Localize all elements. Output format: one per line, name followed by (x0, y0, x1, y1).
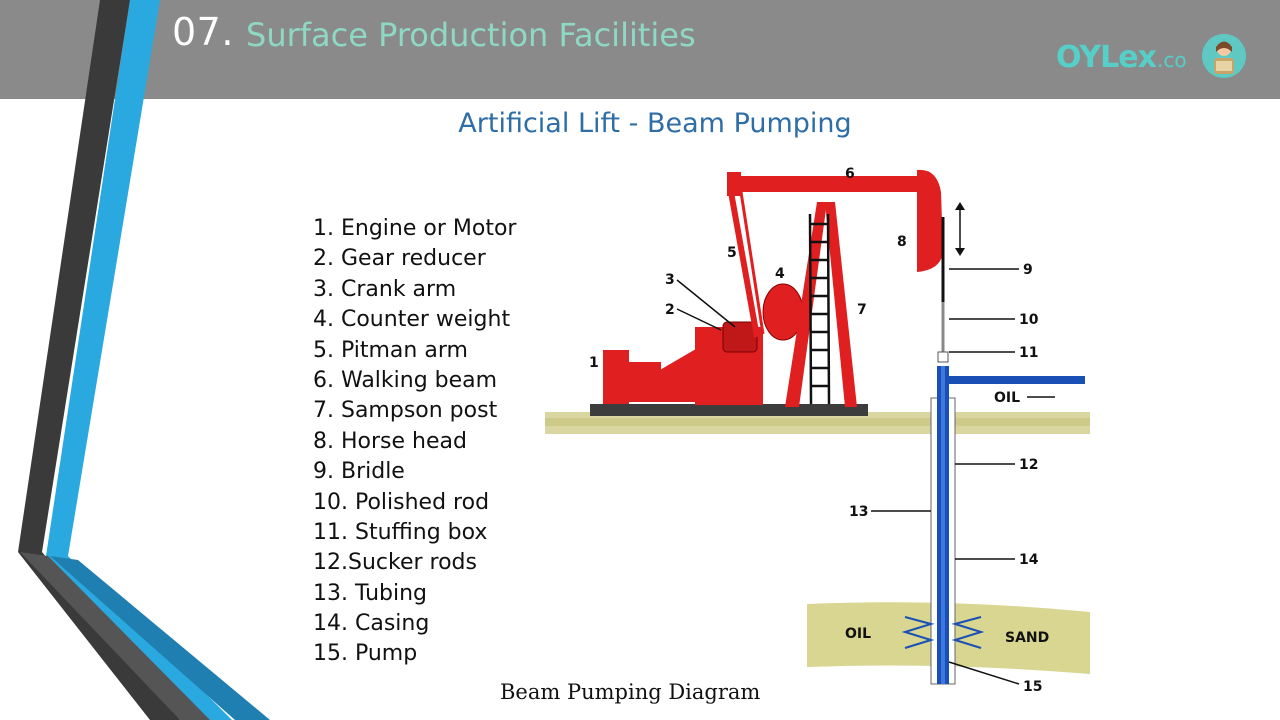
callout-1: 1 (589, 355, 599, 371)
oylex-logo[interactable]: OYLex .co (1056, 34, 1246, 80)
stuffing-box (937, 351, 949, 363)
sampson-post-right (825, 202, 857, 407)
legend-item: 13. Tubing (313, 580, 428, 606)
parts-legend: 1. Engine or Motor 2. Gear reducer 3. Cr… (313, 214, 516, 670)
legend-item: 12.Sucker rods (313, 550, 477, 576)
legend-item: 4. Counter weight (313, 307, 511, 333)
diagram-title: Artificial Lift - Beam Pumping (458, 108, 852, 139)
dark-stripe (18, 0, 180, 720)
callout-3: 3 (665, 272, 675, 288)
callout-4: 4 (775, 266, 785, 282)
logo-avatar-icon (1202, 34, 1246, 78)
callout-11: 11 (1019, 345, 1038, 361)
grey-stripe (20, 552, 210, 720)
callout-labels: 1 2 3 4 5 6 7 8 9 10 11 12 13 14 15 OIL … (589, 166, 1049, 695)
pitman-arm (728, 191, 760, 338)
callout-8: 8 (897, 234, 907, 250)
callout-12: 12 (1019, 457, 1038, 473)
legend-item: 3. Crank arm (313, 276, 457, 302)
oil-flowline (949, 376, 1085, 384)
horse-head (917, 169, 943, 272)
ladder (808, 213, 831, 405)
callout-10: 10 (1019, 312, 1039, 328)
logo-suffix: .co (1156, 48, 1187, 72)
legend-item: 2. Gear reducer (313, 246, 486, 272)
sampson-post-left (785, 202, 827, 407)
teal-stripe (50, 556, 270, 720)
formation-sand-label: SAND (1005, 630, 1049, 646)
ground-texture (545, 418, 1090, 426)
legend-item: 14. Casing (313, 611, 430, 637)
callout-7: 7 (857, 302, 867, 318)
callout-14: 14 (1019, 552, 1039, 568)
sucker-rods (941, 366, 945, 684)
formation-oil-label: OIL (845, 626, 871, 642)
legend-item: 7. Sampson post (313, 398, 498, 424)
legend-item: 15. Pump (313, 641, 418, 667)
legend-item: 8. Horse head (313, 428, 467, 454)
walking-beam-tail (727, 172, 741, 196)
slide-title: Surface Production Facilities (246, 16, 696, 54)
legend-item: 10. Polished rod (313, 489, 490, 515)
legend-item: 5. Pitman arm (313, 337, 468, 363)
pitman-arm-b (739, 191, 765, 335)
pump-base (590, 404, 868, 416)
walking-beam (727, 176, 917, 192)
oil-flow-label: OIL (994, 390, 1020, 406)
diagram-caption: Beam Pumping Diagram (500, 680, 761, 704)
gear-box (722, 321, 758, 353)
legend-item: 9. Bridle (313, 459, 405, 485)
callout-15: 15 (1023, 679, 1042, 695)
legend-item: 11. Stuffing box (313, 519, 488, 545)
blue-stripe (46, 0, 232, 720)
perforations (901, 616, 985, 649)
callout-6: 6 (845, 166, 855, 182)
decorative-stripes (18, 0, 270, 720)
leader-lines (676, 268, 1055, 685)
beam-pump-diagram: 1 2 3 4 5 6 7 8 9 10 11 12 13 14 15 OIL … (545, 166, 1090, 695)
callout-5: 5 (727, 245, 737, 261)
callout-2: 2 (665, 302, 675, 318)
logo-text: OYLex (1056, 39, 1157, 75)
legend-item: 1. Engine or Motor (313, 216, 517, 241)
header-bar (0, 0, 1280, 99)
callout-9: 9 (1023, 262, 1033, 278)
legend-item: 6. Walking beam (313, 367, 498, 393)
slide-number: 07. (172, 10, 234, 54)
callout-13: 13 (849, 504, 868, 520)
